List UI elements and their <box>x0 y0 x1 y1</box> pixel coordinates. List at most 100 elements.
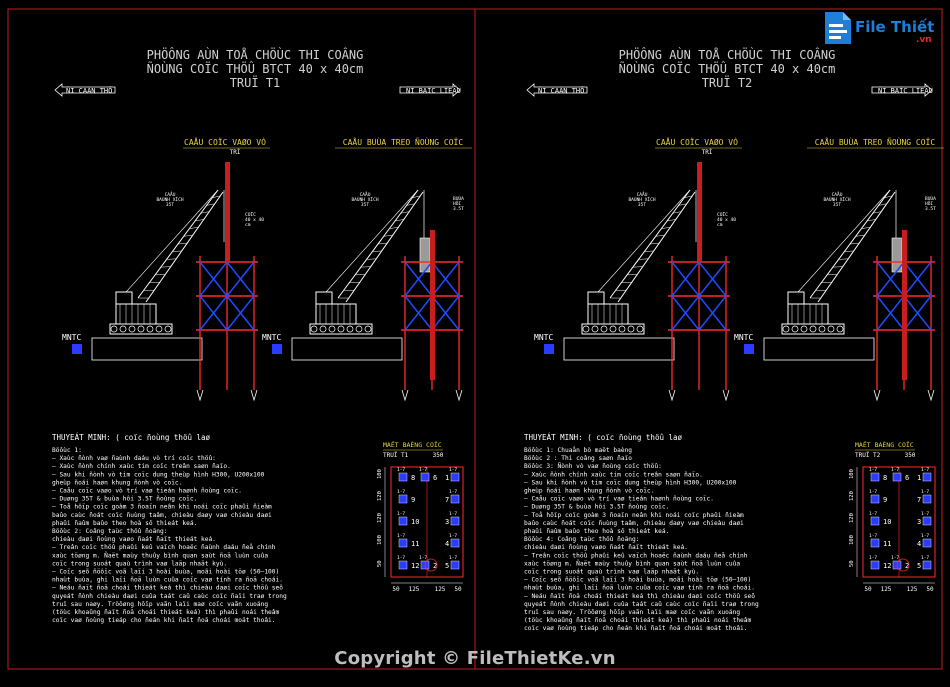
plan-pile-tag: 1-7 <box>891 467 899 473</box>
plan-pile-number: 10 <box>411 518 419 526</box>
plan-pile-number: 8 <box>883 474 887 482</box>
boom-pendant <box>797 189 891 293</box>
cross-brace <box>226 261 255 297</box>
water-level-marker <box>72 344 82 354</box>
plan-pile <box>420 472 430 482</box>
note-line: – Sau khi ñònh vò tim coïc dung theùp hì… <box>524 478 737 486</box>
filethietke-logo: File Thiết Kế .vn <box>821 6 950 50</box>
boom-lacing <box>632 266 643 268</box>
note-line: – Xaùc ñònh vaø ñaùnh daáu vò trí coïc t… <box>52 454 216 462</box>
logo-icon <box>825 12 851 44</box>
cross-brace <box>226 295 255 331</box>
water-level-marker <box>544 344 554 354</box>
pile-label: 40 x 40 <box>717 217 736 223</box>
note-line: phaûi ñaûm baûo theo hoà sô thieát keá. <box>524 527 669 535</box>
plan-pile-number: 7 <box>445 496 449 504</box>
note-line: truï sau naøy. Tröôøng hôïp vaãn laïi ma… <box>52 600 268 608</box>
plan-side-dim: 120 <box>849 491 855 501</box>
water-level-marker <box>272 344 282 354</box>
crane-label: CAÅU <box>832 191 843 198</box>
crawler-crane <box>781 189 903 335</box>
plan-subtitle: TRUÏ T1 <box>383 452 409 459</box>
test-pile <box>225 162 230 262</box>
plan-pile <box>398 560 408 570</box>
note-line: nhaùt buùa, ghi laïi ñoä luùn cuûa coïc … <box>52 576 283 584</box>
cross-brace <box>404 295 433 331</box>
track-wheel <box>337 325 345 333</box>
plan-bottom-dim: 50 <box>454 586 462 593</box>
plan-pile <box>398 494 408 504</box>
trestle-structure <box>668 256 730 402</box>
crawler-crane <box>109 189 225 335</box>
note-line: – Treân coïc thöû phaûi keû vaïch hoaëc … <box>52 542 276 551</box>
pile-tip <box>196 389 204 402</box>
plan-pile-tag: 1-7 <box>419 555 427 561</box>
hammer-label: 3.5T <box>453 206 464 212</box>
plan-pile <box>398 538 408 548</box>
boom-chord <box>145 191 224 303</box>
boom-lacing <box>389 227 399 229</box>
arrow-left-label: ÑI CAÀN THÔ <box>66 86 112 95</box>
boom-lacing <box>166 258 177 260</box>
diagram-right-title: CAÅU BUÙA TREO ÑOÙNG COÏC <box>343 136 464 147</box>
note-line: – Toå hôïp coïc goàm 3 ñoaïn neân khi no… <box>524 510 744 519</box>
plan-top-dim: 350 <box>905 452 916 459</box>
track-wheel <box>328 325 336 333</box>
crane-label: CAÅU <box>637 191 648 198</box>
plan-pile-number: 4 <box>445 540 449 548</box>
trestle-structure <box>196 256 258 402</box>
pile-tip <box>927 389 935 402</box>
plan-title: MAËT BAÈNG COÏC <box>855 440 914 449</box>
notes-heading: THUYEÁT MINH: ( coïc ñoùng thöû laø <box>524 433 683 442</box>
cross-brace <box>698 295 727 331</box>
crane-label: 35T <box>833 202 841 208</box>
plan-pile <box>870 538 880 548</box>
track-wheel <box>582 325 590 333</box>
note-line: nhaùt buùa, ghi laïi ñoä luùn cuûa coïc … <box>524 584 755 592</box>
mntc-label: MNTC <box>262 333 281 342</box>
cross-brace <box>698 261 727 297</box>
boom-lacing <box>177 242 188 245</box>
crawler-crane <box>581 189 697 335</box>
track-wheel <box>355 325 363 333</box>
note-line: xaùc töøng m. Ñaët maùy thuûy bình quan … <box>52 550 268 559</box>
arrow-left-shape <box>54 83 116 97</box>
boom-lacing <box>212 195 221 198</box>
boom-lacing <box>661 227 671 229</box>
crane-label: 35T <box>361 202 369 208</box>
plan-pile <box>922 560 932 570</box>
title-line-3: TRUÏ T2 <box>702 75 753 90</box>
mntc-label: MNTC <box>62 333 81 342</box>
note-line: quyeát ñònh chieàu daøi cuûa taát caû ca… <box>52 592 287 600</box>
plan-pile-tag: 1-7 <box>891 555 899 561</box>
plan-bottom-dim: 50 <box>864 586 872 593</box>
arrow-right-label: ÑI BAÏC LIEÂU <box>878 86 933 95</box>
note-line: coïc trong suoát quaù trình vaø laäp nha… <box>52 559 227 567</box>
note-line: – Caåu coïc vaøo vò trí vaø tieán haønh … <box>52 486 242 495</box>
plan-pile-number: 11 <box>883 540 891 548</box>
plan-title: MAËT BAÈNG COÏC <box>383 440 442 449</box>
plan-pile-tag: 1-7 <box>397 489 405 495</box>
cross-brace <box>903 295 932 331</box>
plan-pile-number: 9 <box>411 496 415 504</box>
crane-cab <box>787 303 829 325</box>
crane-cab <box>587 303 629 325</box>
boom-lacing <box>383 234 393 237</box>
barge-hull <box>763 337 875 361</box>
boom-lacing <box>838 258 849 260</box>
boom-lacing <box>849 242 860 245</box>
plan-side-dim: 50 <box>377 560 383 567</box>
truss-label: TRÍ <box>702 148 713 156</box>
boom-lacing <box>678 203 687 206</box>
crane-label: BAÙNH XÍCH <box>351 195 378 203</box>
track-wheel <box>818 325 826 333</box>
boom-lacing <box>655 234 665 237</box>
pile-tip <box>455 389 463 402</box>
plan-pile-tag: 1-7 <box>921 511 929 517</box>
boom-lacing <box>160 266 171 268</box>
boom-lacing <box>395 219 404 222</box>
plan-pile <box>450 560 460 570</box>
plan-pile-tag: 1-7 <box>869 555 877 561</box>
plan-pile <box>922 494 932 504</box>
